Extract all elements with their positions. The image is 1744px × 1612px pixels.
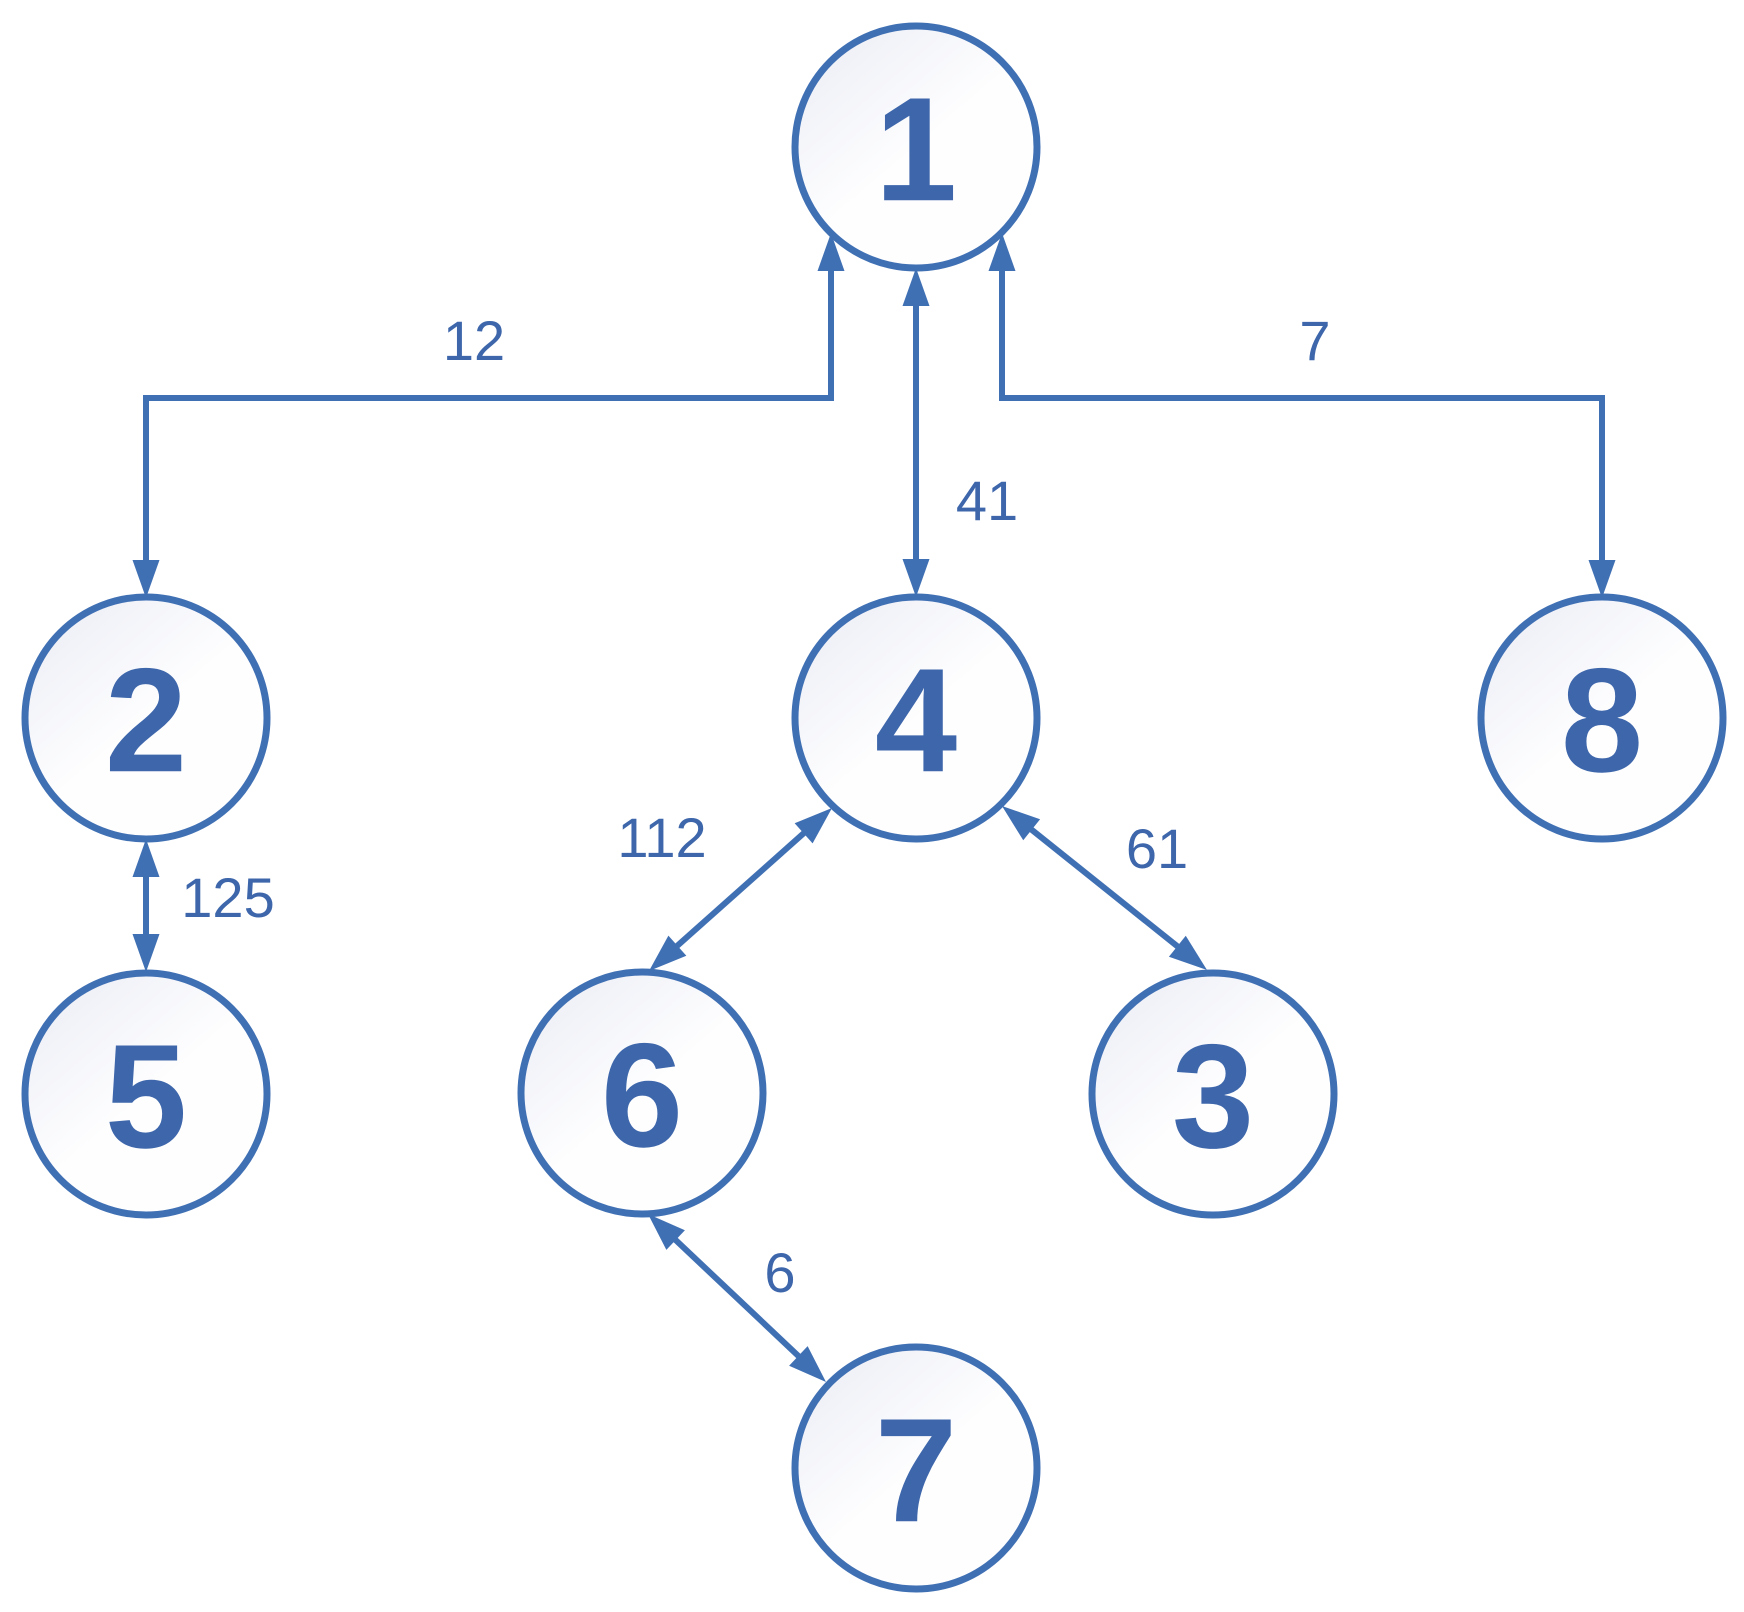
- node-7: 7: [791, 1343, 1041, 1593]
- node-3-circle: [1088, 969, 1338, 1219]
- edge-1-2-arrowhead-1: [817, 233, 845, 271]
- edge-4-3-line: [1023, 822, 1186, 954]
- edge-4-6: 112: [617, 806, 832, 971]
- node-8-label: 8: [1561, 638, 1643, 803]
- node-2: 2: [21, 593, 271, 843]
- edge-1-8-arrowhead-1: [988, 233, 1016, 271]
- node-7-label: 7: [875, 1388, 957, 1553]
- edge-1-2-arrowhead-2: [132, 560, 160, 598]
- node-2-circle: [21, 593, 271, 843]
- edge-6-7: 6: [648, 1214, 826, 1382]
- edge-1-8-arrowhead-8: [1588, 560, 1616, 598]
- edge-1-2-weight-label: 12: [443, 309, 505, 372]
- edge-1-8-weight-label: 7: [1299, 309, 1330, 372]
- edge-2-5-weight-label: 125: [181, 866, 274, 929]
- edge-4-3-arrowhead-3: [1168, 935, 1207, 970]
- node-4: 4: [791, 593, 1041, 843]
- edge-6-7-line: [668, 1232, 806, 1364]
- edge-2-5: 125: [132, 839, 275, 972]
- node-7-circle: [791, 1343, 1041, 1593]
- edge-6-7-arrowhead-6: [648, 1214, 685, 1250]
- edge-1-2-line: [143, 263, 834, 568]
- edge-4-6-weight-label: 112: [617, 806, 706, 869]
- edge-1-8: 7: [988, 233, 1616, 598]
- edge-1-8-line: [999, 263, 1605, 568]
- node-1-circle: [791, 22, 1041, 272]
- node-2-label: 2: [105, 638, 187, 803]
- node-8: 8: [1477, 593, 1727, 843]
- node-5-label: 5: [105, 1014, 187, 1179]
- node-3: 3: [1088, 969, 1338, 1219]
- node-4-circle: [791, 593, 1041, 843]
- edge-2-5-arrowhead-2: [132, 839, 160, 877]
- edge-4-6-arrowhead-4: [794, 808, 832, 844]
- node-4-label: 4: [875, 638, 957, 803]
- node-8-circle: [1477, 593, 1727, 843]
- edge-1-4-arrowhead-4: [902, 559, 930, 597]
- edge-6-7-arrowhead-7: [789, 1346, 826, 1382]
- node-6-label: 6: [601, 1013, 683, 1178]
- node-1-label: 1: [875, 67, 957, 232]
- edge-1-4: 41: [902, 268, 1018, 597]
- edge-1-4-weight-label: 41: [956, 469, 1018, 532]
- node-6: 6: [517, 968, 767, 1218]
- edge-4-6-arrowhead-6: [649, 935, 687, 971]
- node-1: 1: [791, 22, 1041, 272]
- node-5: 5: [21, 969, 271, 1219]
- node-5-circle: [21, 969, 271, 1219]
- edge-4-3-arrowhead-4: [1002, 806, 1041, 841]
- edge-2-5-arrowhead-5: [132, 934, 160, 972]
- edge-1-2: 12: [132, 233, 845, 598]
- edge-6-7-weight-label: 6: [764, 1241, 795, 1304]
- edge-4-3-weight-label: 61: [1126, 817, 1188, 880]
- edge-4-3: 61: [1002, 806, 1207, 970]
- edge-1-4-arrowhead-1: [902, 268, 930, 306]
- edge-4-6-line: [669, 825, 812, 954]
- node-3-label: 3: [1172, 1014, 1254, 1179]
- node-6-circle: [517, 968, 767, 1218]
